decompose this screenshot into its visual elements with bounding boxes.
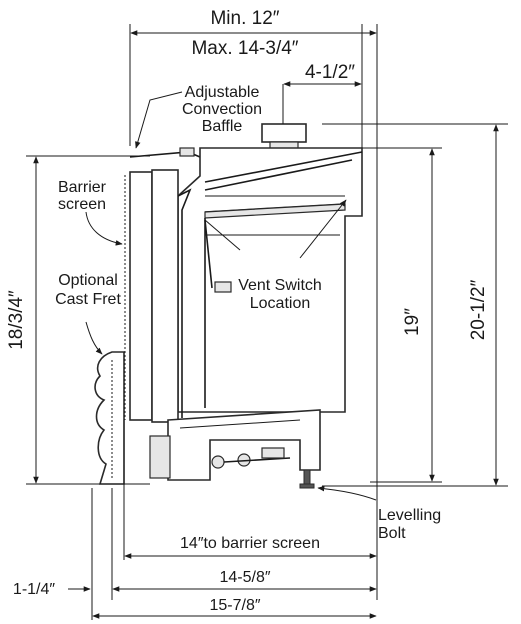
baffle-label-3: Baffle (202, 118, 243, 135)
labels: Min. 12″ Max. 14-3/4″ 4-1/2″ Adjustable … (6, 8, 489, 614)
barrier-label-2: screen (58, 196, 106, 213)
door-frame (129, 171, 153, 421)
bolt-label-2: Bolt (378, 525, 406, 542)
bolt-leader (317, 485, 377, 501)
vent-switch-label-2: Location (250, 295, 311, 312)
vent-switch-label-1: Vent Switch (238, 277, 322, 294)
baffle-label-2: Convection (182, 101, 262, 118)
min-width-label: Min. 12″ (210, 8, 279, 29)
cast-fret (94, 351, 125, 485)
fret-label-2: Cast Fret (55, 291, 121, 308)
leader-lines (85, 91, 377, 501)
bolt-label-1: Levelling (378, 507, 441, 524)
max-width-label: Max. 14-3/4″ (191, 38, 298, 59)
fret-depth-label: 1-1/4″ (13, 581, 55, 598)
baffle-leader (135, 91, 183, 149)
depth-15-7-8-label: 15-7/8″ (209, 597, 260, 614)
vent-collar (261, 123, 307, 143)
barrier-leader (85, 211, 123, 246)
depth-14-5-8-label: 14-5/8″ (219, 569, 270, 586)
burner-base (167, 409, 321, 481)
vent-offset-label: 4-1/2″ (305, 62, 355, 83)
vent-switch-leader (299, 199, 347, 259)
height-19-label: 19″ (402, 308, 423, 336)
fret-label-1: Optional (58, 272, 118, 289)
fret-leader (85, 321, 103, 355)
vent-switch-arm (204, 219, 213, 289)
left-height-label: 18/3/4″ (6, 290, 27, 350)
dimension-lines (26, 24, 508, 620)
baffle-label-1: Adjustable (185, 84, 260, 101)
height-20-label: 20-1/2″ (468, 279, 489, 340)
barrier-label-1: Barrier (58, 179, 107, 196)
fireplace-unit (94, 123, 363, 489)
depth-barrier-label: 14″to barrier screen (180, 535, 320, 552)
